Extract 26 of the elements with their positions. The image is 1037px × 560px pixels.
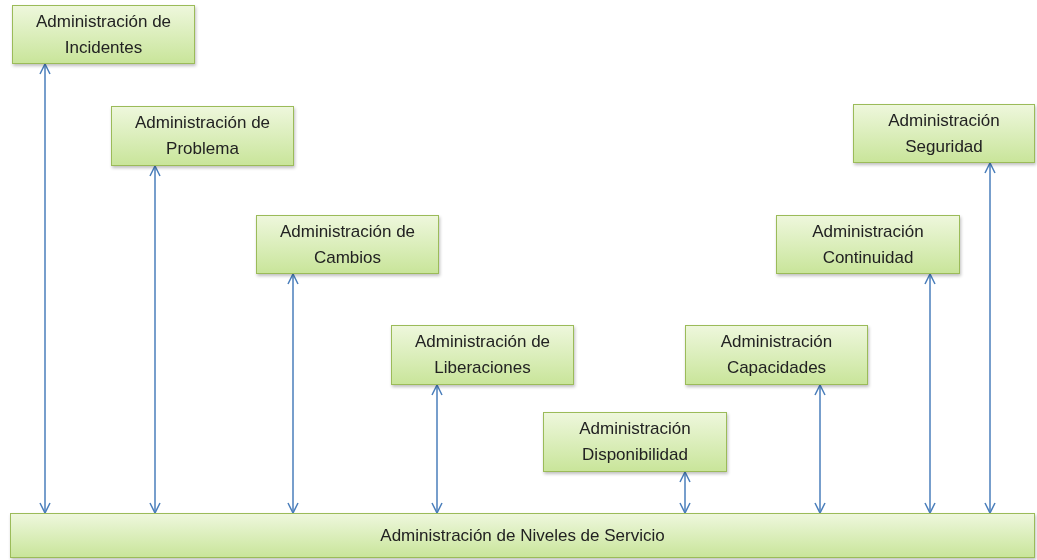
process-box [10,513,1035,558]
process-box [776,215,960,274]
box-label: Administración Disponibilidad [578,418,692,466]
double-arrow [679,471,691,514]
process-box [543,412,727,472]
process-box [685,325,868,385]
process-box [853,104,1035,163]
box-label: Administración de Liberaciones [413,331,552,379]
box-label: Administración de Cambios [278,220,417,269]
double-arrow [924,273,936,514]
process-box [12,5,195,64]
double-arrow [287,273,299,514]
box-label: Administración Continuidad [811,220,925,269]
double-arrow [431,384,443,514]
double-arrow [39,63,51,514]
process-box [391,325,574,385]
double-arrow [984,162,996,514]
process-box [256,215,439,274]
box-label: Administración de Problema [133,112,272,160]
process-box [111,106,294,166]
box-label: Administración de Incidentes [34,10,173,59]
double-arrow [814,384,826,514]
box-label: Administración Seguridad [887,109,1001,158]
box-label: Administración de Niveles de Servicio [380,524,665,547]
double-arrow [149,165,161,514]
box-label: Administración Capacidades [719,331,834,379]
